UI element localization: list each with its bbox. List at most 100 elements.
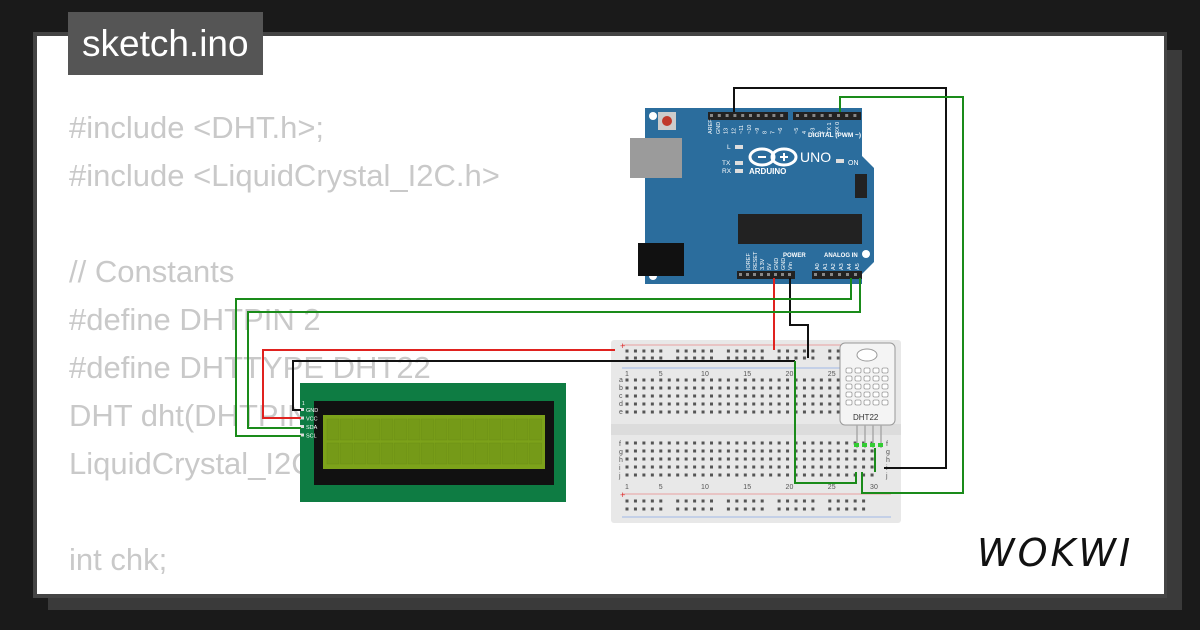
pin-label: A3	[839, 263, 845, 270]
pin-label: GND	[716, 122, 722, 134]
wire-a4	[235, 278, 852, 437]
led-label-l: L	[727, 144, 731, 151]
pin-label: ~3	[810, 128, 816, 134]
column-number: 20	[786, 371, 794, 378]
pin-label: ~5	[794, 128, 800, 134]
lcd-pin-label: SDA	[306, 425, 318, 431]
wokwi-wordmark: WOKWI	[977, 531, 1133, 575]
pin-label: A2	[831, 263, 837, 270]
svg-text:+: +	[620, 490, 625, 500]
wire-gnd-top	[733, 87, 947, 469]
wire-d2	[839, 96, 964, 494]
wire-bb-dht-gnd	[794, 361, 857, 484]
row-letter: b	[619, 385, 623, 392]
wokwi-logo: WOKWI	[977, 531, 1133, 575]
arduino-brand: ARDUINO	[749, 167, 786, 176]
pin-label: 8	[763, 131, 769, 134]
lcd-pin-label: VCC	[306, 417, 318, 423]
code-line: #include <DHT.h>;	[69, 110, 325, 145]
pin-label: RX 0	[835, 122, 841, 134]
pin-label: A4	[847, 263, 853, 270]
pin-label: 13	[724, 128, 730, 134]
code-line: #include <LiquidCrystal_I2C.h>	[69, 158, 500, 193]
wire-lcd-vcc	[262, 349, 615, 419]
code-line: #define DHTTYPE DHT22	[69, 350, 431, 385]
pin-label: Vin	[788, 262, 794, 270]
preview-card: #include <DHT.h>; #include <LiquidCrystal…	[37, 36, 1164, 594]
pin-label: RESET	[753, 251, 759, 270]
dht22-sensor[interactable]: DHT22	[839, 342, 896, 448]
pin-label: 2	[819, 131, 825, 134]
column-number: 1	[625, 484, 629, 491]
pin-label: GND	[781, 258, 787, 270]
column-number: 10	[701, 484, 709, 491]
row-letter: g	[619, 449, 623, 456]
column-number: 10	[701, 371, 709, 378]
led-label-tx: TX	[722, 160, 731, 167]
row-letter: i	[619, 465, 621, 472]
power-jack	[638, 243, 684, 276]
column-number: 25	[828, 371, 836, 378]
column-number: 15	[743, 484, 751, 491]
pin-label: 7	[770, 131, 776, 134]
arduino-logo-icon	[748, 147, 798, 167]
pin-label: 3.3V	[760, 258, 766, 270]
row-letter: h	[886, 457, 890, 464]
row-letter: f	[619, 441, 621, 448]
code-line: float hum;	[69, 584, 545, 594]
svg-text:+: +	[620, 341, 625, 351]
pin-label: A1	[823, 263, 829, 270]
analog-label: ANALOG IN	[824, 253, 858, 259]
atmega-chip	[738, 214, 862, 244]
column-number: 5	[659, 371, 663, 378]
uno-label: UNO	[800, 149, 831, 165]
pin-label: A0	[815, 263, 821, 270]
wire-gnd	[789, 278, 809, 358]
pin-label: ~11	[739, 125, 745, 134]
wires	[235, 87, 964, 494]
lcd-pin-label: SCL	[306, 434, 317, 440]
led-label-rx: RX	[722, 168, 732, 175]
pin-label: AREF	[708, 119, 714, 134]
usb-port	[630, 138, 682, 178]
code-line: #define DHTPIN 2	[69, 302, 321, 337]
wire-a5	[247, 278, 861, 429]
wire-lcd-gnd	[292, 360, 795, 411]
lcd-pin-label: GND	[306, 408, 318, 414]
on-label: ON	[848, 160, 859, 167]
file-tab[interactable]: sketch.ino	[68, 12, 263, 75]
dht22-label: DHT22	[853, 413, 879, 422]
column-number: 30	[870, 484, 878, 491]
column-number: 5	[659, 484, 663, 491]
row-letter: f	[886, 441, 888, 448]
pin-label: GND	[774, 258, 780, 270]
digital-label: DIGITAL (PWM ~)	[808, 132, 861, 139]
column-number: 25	[828, 484, 836, 491]
code-line: // Constants	[69, 254, 235, 289]
row-letter: d	[619, 401, 623, 408]
column-number: 20	[786, 484, 794, 491]
row-letter: e	[619, 409, 623, 416]
power-label: POWER	[783, 253, 806, 259]
lcd-pin-one: 1	[302, 401, 305, 407]
row-letter: j	[618, 473, 621, 480]
pin-label: ~6	[778, 128, 784, 134]
row-letter: j	[885, 473, 888, 480]
row-letter: a	[619, 377, 623, 384]
pin-label: A5	[855, 263, 861, 270]
pin-label: 4	[802, 131, 808, 134]
pin-label: ~10	[747, 125, 753, 134]
pin-label: ~9	[755, 128, 761, 134]
row-letter: h	[619, 457, 623, 464]
lcd-1602[interactable]: 1 GND VCC SDA SCL	[300, 383, 566, 502]
pin-label: 12	[731, 128, 737, 134]
pin-label: 5V	[767, 263, 773, 270]
pin-label: TX 1	[827, 122, 833, 134]
pin-label: IOREF	[746, 253, 752, 270]
column-number: 15	[743, 371, 751, 378]
column-number: 1	[625, 371, 629, 378]
code-line: int chk;	[69, 542, 168, 577]
row-letter: c	[619, 393, 623, 400]
